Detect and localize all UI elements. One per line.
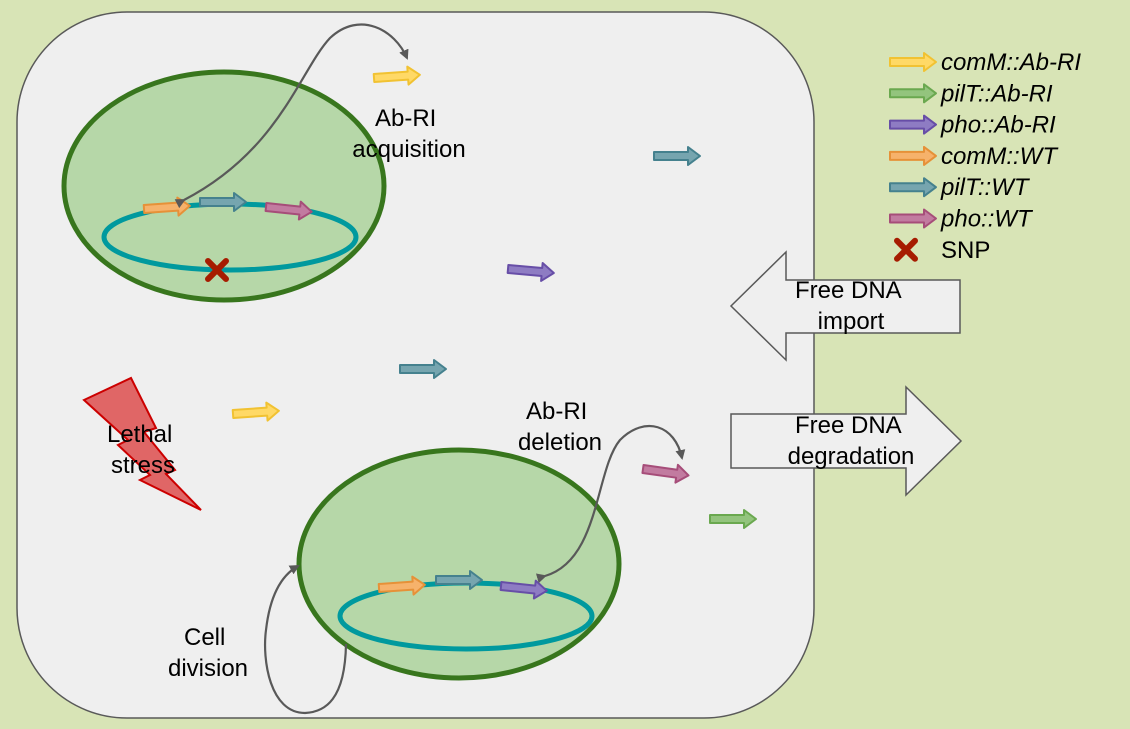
deletion-label: Ab-RI deletion [518,398,602,456]
free-dna-import-arrow [729,250,961,362]
free-dna-degradation-arrow [730,385,963,497]
gene-pilT-wt-bottom [435,570,483,590]
legend-label: comM::WT [941,143,1059,170]
legend-label: pilT::WT [940,174,1031,201]
legend-swatch-arrow [889,114,937,135]
legend: comM::Ab-RIpilT::Ab-RIpho::Ab-RIcomM::WT… [889,49,1081,264]
bacterium-top [61,69,387,303]
legend-swatch-arrow [889,52,937,72]
legend-swatch-arrow [889,145,937,166]
free-pho-abri-1 [506,261,555,282]
legend-swatch-arrow [889,208,937,229]
legend-item: pilT::Ab-RI [889,80,1053,107]
lethal-stress-label: Lethal stress [107,421,179,479]
deletion-curve-arrow [535,424,686,584]
gene-pho-abri-bottom [499,579,548,600]
legend-label: pilT::Ab-RI [940,80,1053,107]
legend-item: pho::WT [889,206,1034,233]
bacterium-bottom [296,447,622,681]
legend-item: comM::WT [889,143,1059,170]
cell-division-label: Cell division [168,624,248,682]
snp-marker [205,258,229,282]
legend-label: pho::WT [940,206,1034,233]
snp-cross-icon [205,258,229,282]
acquisition-curve-arrow [174,23,409,209]
lightning-bolt-icon [82,376,202,511]
legend-item: comM::Ab-RI [889,49,1081,76]
free-pilT-abri-1 [709,509,757,529]
legend-label: pho::Ab-RI [940,112,1056,139]
legend-item: pilT::WT [889,174,1031,201]
division-curve-arrow [263,565,348,715]
import-label: Free DNA import [795,277,907,335]
legend-swatch-arrow [889,83,937,104]
legend-label: SNP [941,237,990,264]
legend-snp-cross-icon [894,237,918,262]
free-comM-abri-2 [231,401,280,422]
legend-item: pho::Ab-RI [889,112,1056,139]
acquisition-label: Ab-RI acquisition [352,105,465,163]
legend-item: SNP [894,237,990,264]
legend-swatch-arrow [889,177,937,198]
degradation-label: Free DNA degradation [788,412,915,470]
free-pilT-wt-1 [653,146,701,166]
free-pilT-wt-2 [399,359,447,379]
bacterium-bottom-body [296,447,622,681]
legend-label: comM::Ab-RI [941,49,1081,76]
gene-comM-wt-bottom [377,575,426,596]
genes-bottom [377,570,548,600]
